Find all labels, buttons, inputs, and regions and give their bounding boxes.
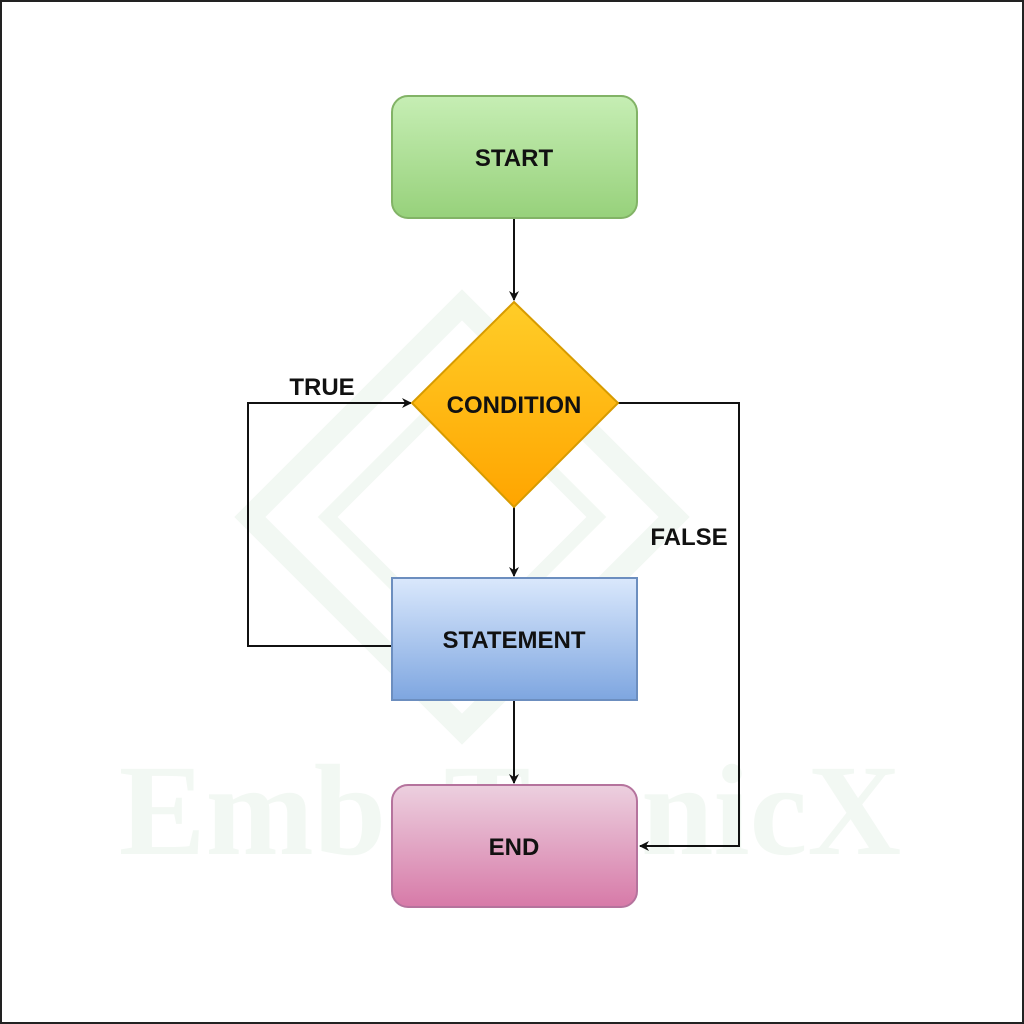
condition-node: CONDITION — [410, 300, 620, 509]
end-node: END — [391, 784, 638, 908]
start-shape — [391, 95, 638, 219]
end-shape — [391, 784, 638, 908]
end-label: END — [489, 834, 540, 861]
true-label: TRUE — [289, 374, 354, 401]
start-label: START — [475, 145, 554, 172]
statement-shape — [391, 577, 638, 701]
false-label: FALSE — [650, 524, 727, 551]
start-node: START — [391, 95, 638, 219]
edge-false-to-end — [618, 402, 740, 851]
edge-true-loop — [247, 398, 412, 647]
statement-label: STATEMENT — [442, 627, 585, 654]
condition-label: CONDITION — [447, 392, 582, 419]
condition-shape — [410, 300, 620, 509]
statement-node: STATEMENT — [391, 577, 638, 701]
